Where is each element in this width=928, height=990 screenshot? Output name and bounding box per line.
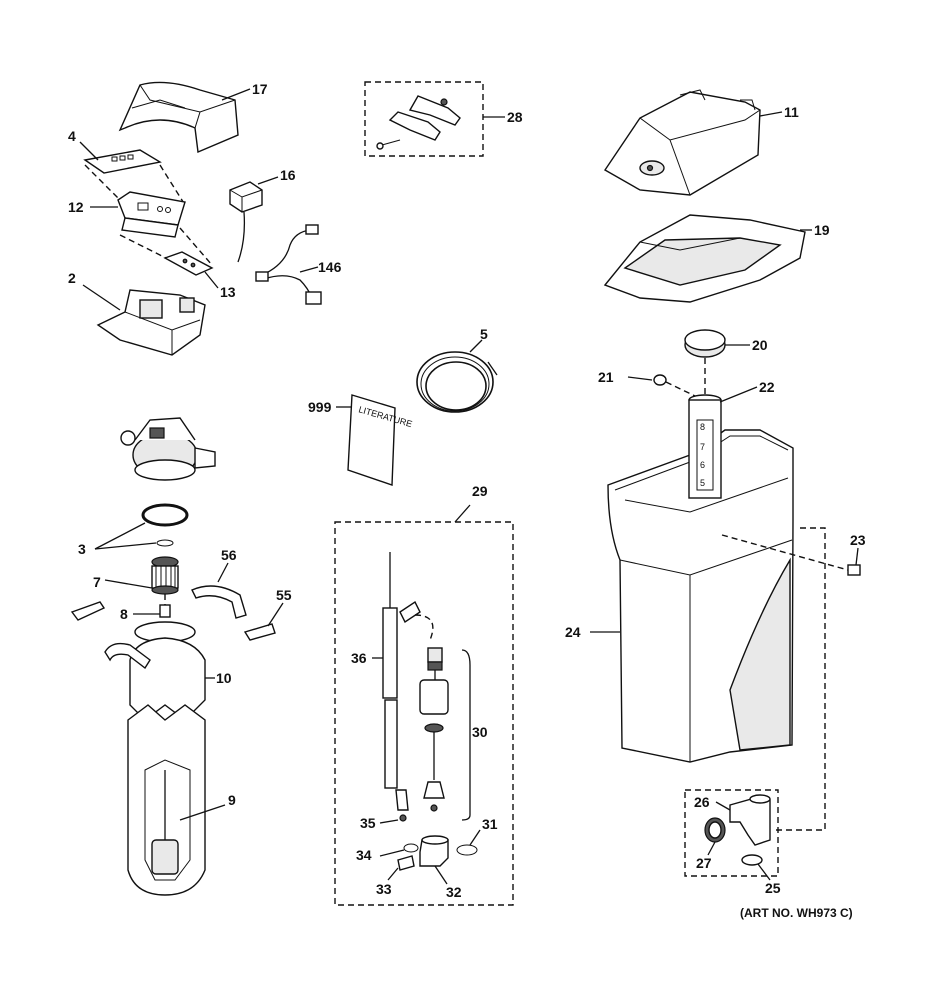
gauge-mark-5: 5: [700, 478, 705, 488]
part-2-control-base[interactable]: [96, 289, 206, 356]
callout-2: 2: [68, 270, 76, 286]
gauge-mark-7: 7: [700, 442, 705, 452]
part-23-overflow-fitting[interactable]: [847, 564, 861, 576]
part-17-control-cover[interactable]: [118, 81, 239, 154]
art-number: (ART NO. WH973 C): [740, 906, 853, 920]
part-32-elbow[interactable]: [419, 835, 449, 867]
callout-3: 3: [78, 541, 86, 557]
part-24-salt-tank[interactable]: [607, 429, 794, 763]
callout-27: 27: [696, 855, 712, 871]
part-19-lid-frame[interactable]: [603, 214, 806, 303]
callout-17: 17: [252, 81, 268, 97]
callout-36: 36: [351, 650, 367, 666]
callout-16: 16: [280, 167, 296, 183]
callout-23: 23: [850, 532, 866, 548]
part-9-riser-tube-assembly[interactable]: [127, 704, 206, 896]
part-28-kit-box: [364, 81, 484, 157]
callout-11: 11: [784, 104, 799, 120]
valve-body[interactable]: [120, 417, 216, 481]
callout-20: 20: [752, 337, 768, 353]
callout-8: 8: [120, 606, 128, 622]
part-8-riser-top[interactable]: [159, 604, 171, 618]
callout-21: 21: [598, 369, 614, 385]
callout-7: 7: [93, 574, 101, 590]
callout-33: 33: [376, 881, 392, 897]
callout-31: 31: [482, 816, 498, 832]
part-16-transformer[interactable]: [229, 181, 263, 263]
callout-28: 28: [507, 109, 523, 125]
part-5-tubing-coil[interactable]: [416, 351, 498, 413]
callout-34: 34: [356, 847, 372, 863]
part-27-grommet[interactable]: [704, 817, 726, 843]
callout-999: 999: [308, 399, 332, 415]
part-28-bracket-kit[interactable]: [376, 95, 461, 150]
callout-30: 30: [472, 724, 488, 740]
callout-4: 4: [68, 128, 76, 144]
callout-56: 56: [221, 547, 237, 563]
part-30-float-assembly[interactable]: [419, 647, 449, 812]
part-29-kit-box: [334, 521, 514, 906]
part-13-button-pad[interactable]: [163, 251, 214, 276]
part-26-overflow-elbow[interactable]: [729, 794, 771, 846]
callout-5: 5: [480, 326, 488, 342]
part-3-o-rings[interactable]: [141, 503, 189, 547]
part-999-literature[interactable]: LITERATURE: [347, 394, 413, 486]
part-31-clip[interactable]: [456, 844, 478, 856]
part-21-stopper[interactable]: [653, 374, 667, 386]
callout-146: 146: [318, 259, 342, 275]
callout-32: 32: [446, 884, 462, 900]
part-35-fitting[interactable]: [395, 789, 409, 822]
callout-19: 19: [814, 222, 830, 238]
part-12-display-board[interactable]: [117, 191, 186, 238]
gauge-mark-8: 8: [700, 422, 705, 432]
overflow-kit-box: [684, 789, 779, 877]
callout-24: 24: [565, 624, 581, 640]
part-34-o-ring[interactable]: [403, 843, 419, 853]
part-146-wire-harness[interactable]: [255, 224, 322, 305]
part-22-brine-well[interactable]: 8 7 6 5: [688, 394, 722, 499]
part-20-cap[interactable]: [684, 329, 726, 358]
callout-13: 13: [220, 284, 236, 300]
callout-22: 22: [759, 379, 775, 395]
callout-25: 25: [765, 880, 781, 896]
callout-10: 10: [216, 670, 232, 686]
part-25-hose-clamp[interactable]: [741, 854, 763, 866]
callout-12: 12: [68, 199, 84, 215]
part-33-nut[interactable]: [397, 855, 415, 871]
callout-29: 29: [472, 483, 488, 499]
part-36-brine-well-tube[interactable]: [382, 552, 434, 789]
part-10-resin-tank[interactable]: [104, 621, 206, 721]
part-4-overlay-label[interactable]: [83, 149, 162, 174]
part-11-salt-lid[interactable]: [603, 89, 761, 196]
part-55-clips[interactable]: [70, 601, 276, 641]
callout-35: 35: [360, 815, 376, 831]
part-56-clamp[interactable]: [191, 585, 247, 619]
part-7-distributor-basket[interactable]: [151, 556, 179, 595]
callout-9: 9: [228, 792, 236, 808]
callout-55: 55: [276, 587, 292, 603]
gauge-mark-6: 6: [700, 460, 705, 470]
callout-26: 26: [694, 794, 710, 810]
